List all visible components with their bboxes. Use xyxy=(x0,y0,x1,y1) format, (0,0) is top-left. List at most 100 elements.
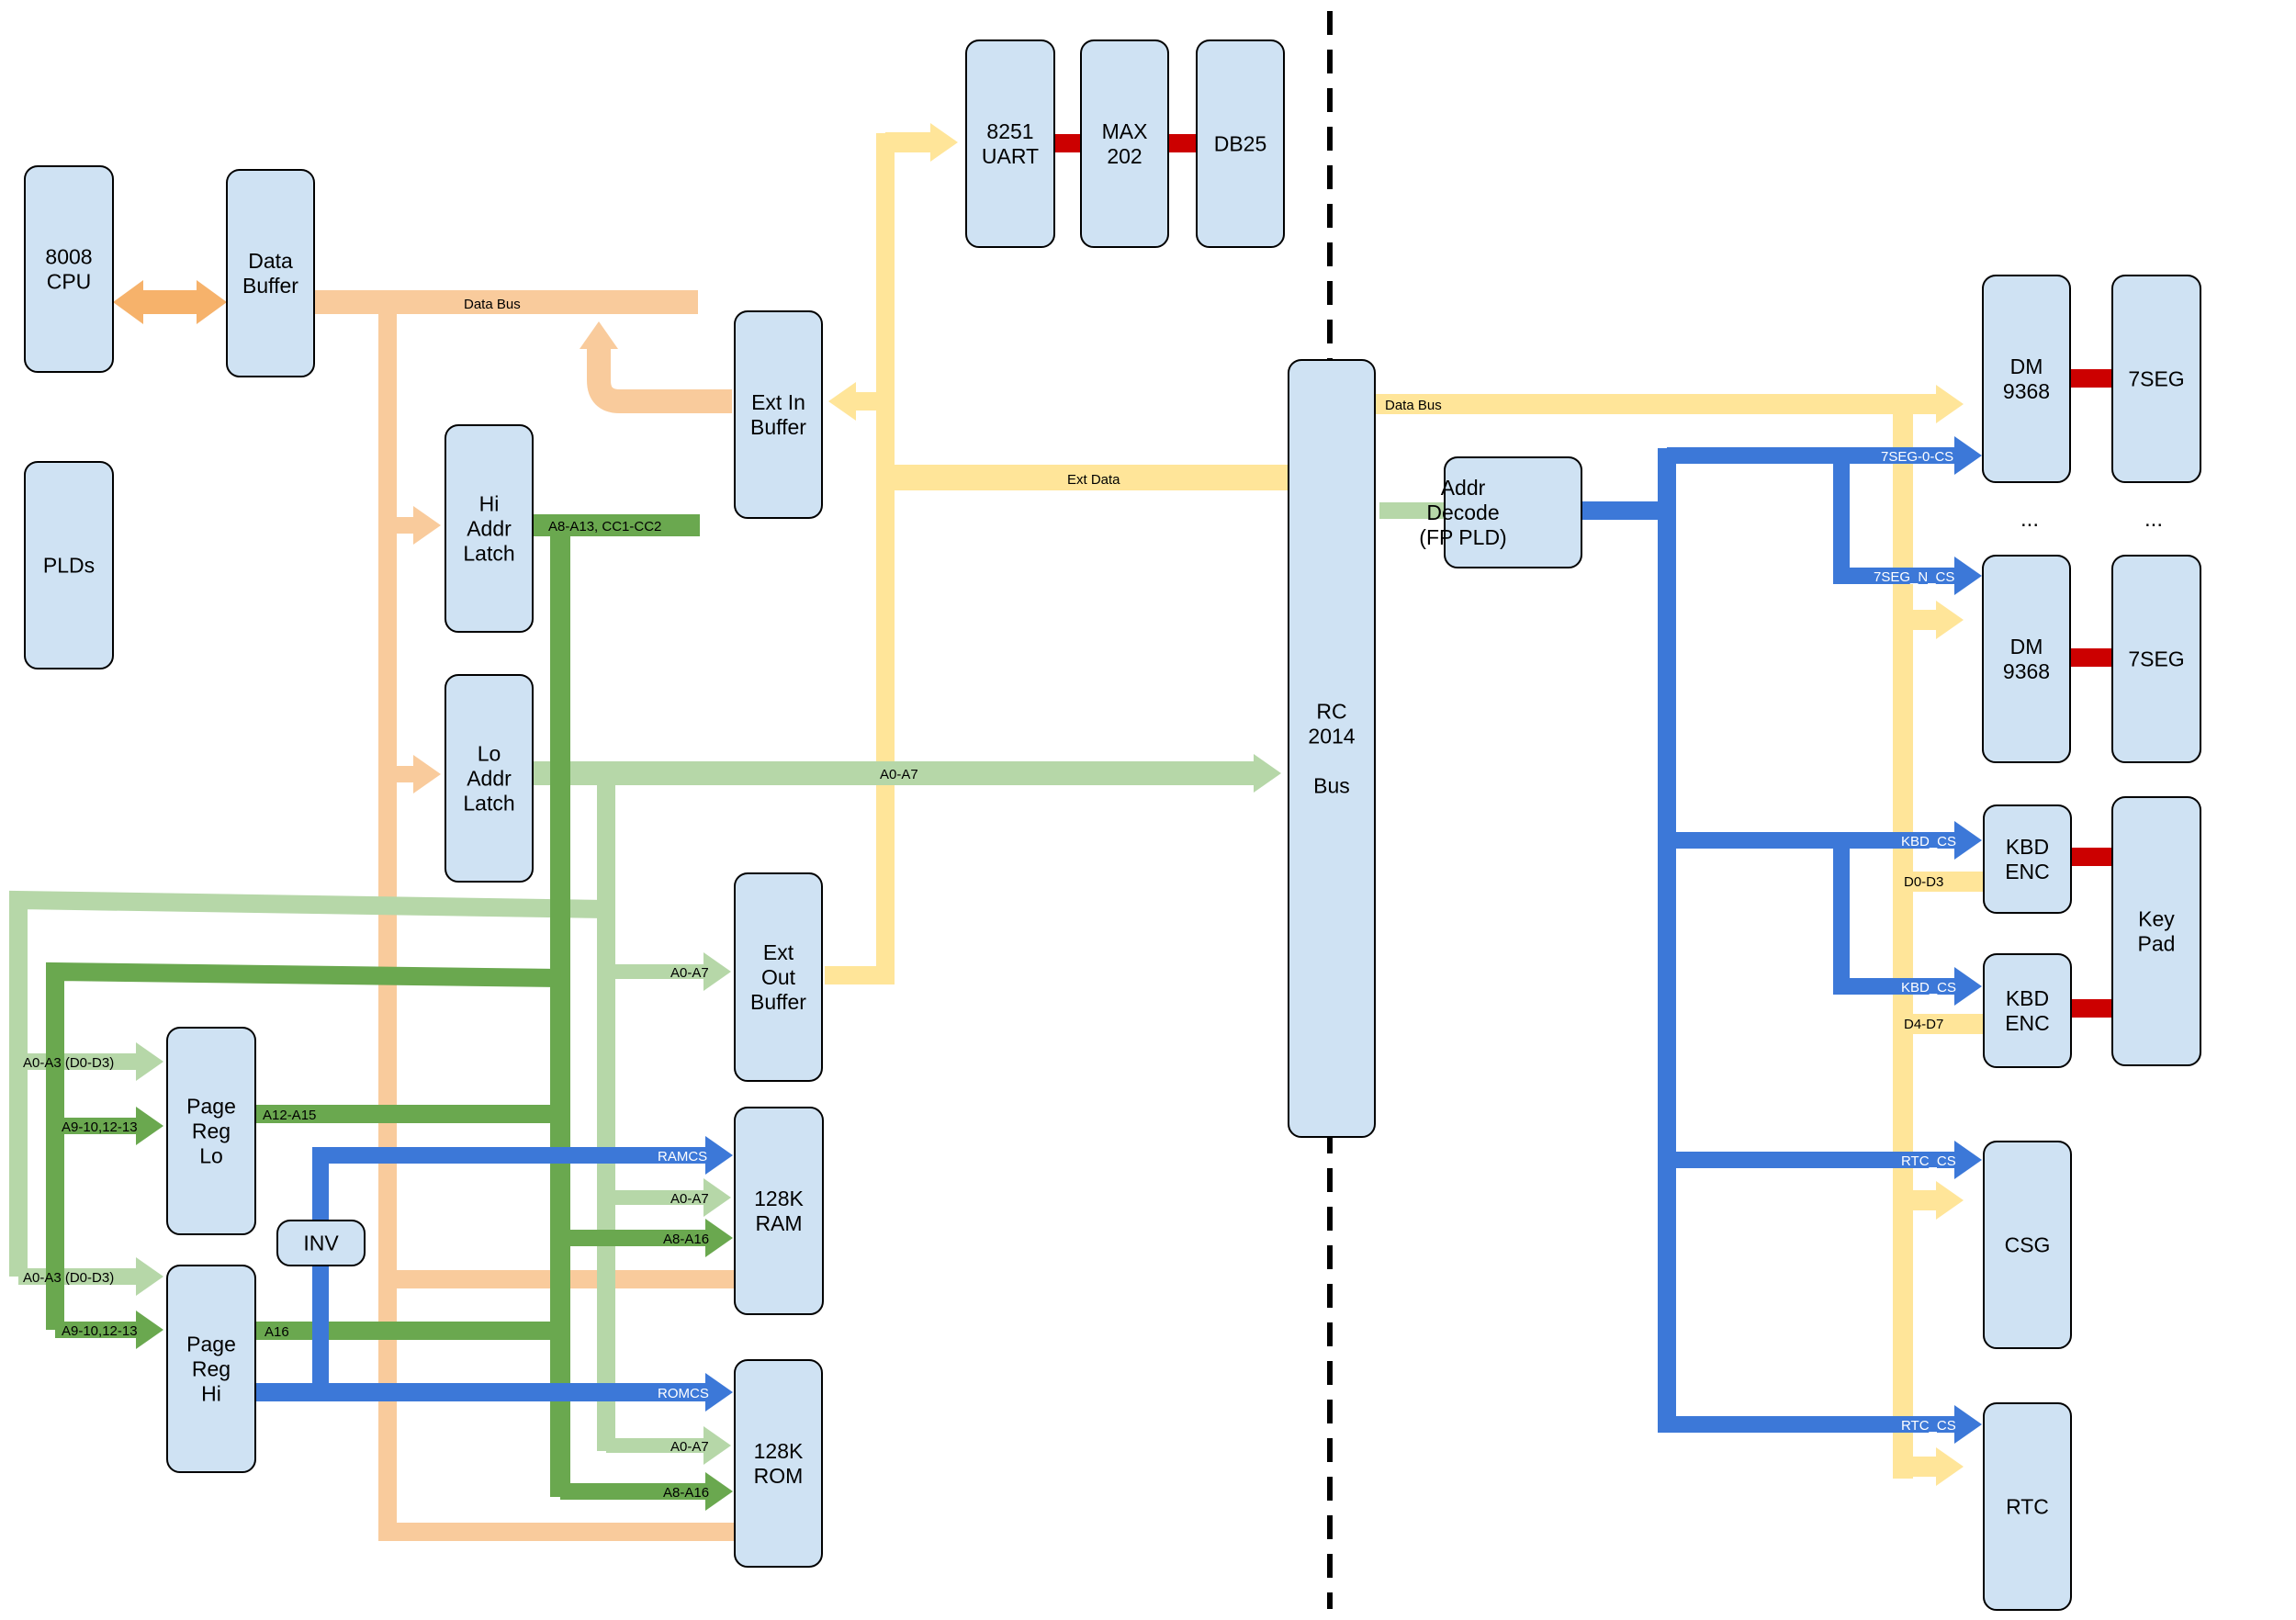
hi-addr-latch-box xyxy=(445,424,534,633)
inv-box xyxy=(276,1220,366,1266)
label-a16: A16 xyxy=(264,1324,289,1340)
label-ram-a0: A0-A7 xyxy=(670,1191,709,1207)
csg-label-line: CSG xyxy=(2005,1233,2051,1257)
rc2014-label-line: 2014 xyxy=(1308,725,1355,748)
inv-block: INV xyxy=(276,1220,366,1266)
rtc-block: RTC xyxy=(1983,1402,2072,1611)
lo-addr-latch-label-line: Addr xyxy=(467,767,512,791)
peripheral-links xyxy=(1054,134,2112,1018)
display-ellipsis-left: ... xyxy=(2020,507,2039,532)
data-buffer-box xyxy=(226,169,315,377)
hi-addr-latch-label-line: Hi xyxy=(479,492,500,516)
label-rtc-cs-rtc: RTC_CS xyxy=(1901,1418,1956,1434)
kbd-enc-top-label-line: ENC xyxy=(2005,860,2050,883)
csg-box xyxy=(1983,1141,2072,1349)
db25-label-line: DB25 xyxy=(1214,132,1267,156)
plds-label-line: PLDs xyxy=(43,554,95,578)
kbd-enc-bottom-label-line: ENC xyxy=(2005,1011,2050,1035)
rom-label-line: 128K xyxy=(754,1439,804,1463)
label-seg0-cs: 7SEG-0-CS xyxy=(1881,449,1953,465)
label-page-lo-a9: A9-10,12-13 xyxy=(62,1119,138,1135)
addr-decode-box xyxy=(1444,456,1582,568)
label-ext-out-a: A0-A7 xyxy=(670,965,709,981)
csg-block: CSG xyxy=(1983,1141,2072,1349)
label-ramcs: RAMCS xyxy=(658,1149,707,1164)
hi-addr-latch-label-line: Addr xyxy=(467,517,512,541)
dm9368-bottom-box xyxy=(1982,555,2071,763)
label-page-hi-a9: A9-10,12-13 xyxy=(62,1323,138,1339)
external-data-bus xyxy=(825,123,1984,1486)
db25-block: DB25 xyxy=(1196,39,1285,248)
max202-label-line: MAX xyxy=(1102,119,1148,143)
label-ram-a8: A8-A16 xyxy=(663,1232,709,1247)
ext-in-buffer-box xyxy=(734,310,823,519)
dm9368-top-box xyxy=(1982,275,2071,483)
ext-out-buffer-label-line: Out xyxy=(761,965,796,989)
kbd-enc-top-label-line: KBD xyxy=(2006,835,2049,859)
lo-addr-latch-box xyxy=(445,674,534,883)
kbd-enc-top-box xyxy=(1983,804,2072,914)
page-reg-lo-box xyxy=(166,1027,256,1235)
rom-label-line: ROM xyxy=(754,1464,804,1488)
kbd-enc-bottom-box xyxy=(1983,953,2072,1068)
label-romcs: ROMCS xyxy=(658,1386,709,1401)
ram-label-line: 128K xyxy=(754,1187,804,1210)
cpu-label-line: 8008 xyxy=(45,245,92,269)
chip-select-lines xyxy=(255,436,1982,1444)
hi-addr-latch-label-line: Latch xyxy=(463,542,514,566)
label-a12-a15: A12-A15 xyxy=(263,1108,316,1123)
label-hi-addr: A8-A13, CC1-CC2 xyxy=(548,519,661,534)
cpu-data-link xyxy=(113,280,227,324)
plds-block: PLDs xyxy=(24,461,114,669)
rc2014-label-line: Bus xyxy=(1313,774,1350,798)
dm9368-bottom-label-line: DM xyxy=(2010,635,2043,658)
keypad-box xyxy=(2111,796,2201,1066)
high-address-bus xyxy=(46,514,733,1511)
label-kbd-cs-top: KBD_CS xyxy=(1901,834,1956,849)
addr-decode-label-line: Addr xyxy=(1441,476,1486,500)
ext-in-buffer-label-line: Ext In xyxy=(751,390,805,414)
ram-label-line: RAM xyxy=(755,1211,802,1235)
page-reg-lo-label-line: Lo xyxy=(199,1144,223,1168)
ext-out-buffer-box xyxy=(734,872,823,1082)
display-ellipsis-right: ... xyxy=(2144,507,2163,532)
cpu-label-line: CPU xyxy=(47,270,92,294)
ram-box xyxy=(734,1107,824,1315)
uart-box xyxy=(965,39,1055,248)
data-buffer-label-line: Buffer xyxy=(242,274,298,298)
label-rom-a0: A0-A7 xyxy=(670,1439,709,1455)
seg-bottom-box xyxy=(2111,555,2201,763)
page-reg-hi-box xyxy=(166,1265,256,1473)
dm9368-top-label-line: 9368 xyxy=(2003,379,2050,403)
label-kbd-d47: D4-D7 xyxy=(1904,1017,1943,1032)
max202-label-line: 202 xyxy=(1107,144,1142,168)
page-reg-lo-label-line: Page xyxy=(186,1095,236,1119)
keypad-label-line: Pad xyxy=(2138,932,2176,956)
ext-out-buffer-label-line: Ext xyxy=(763,940,794,964)
seg-top-block: 7SEG xyxy=(2111,275,2201,483)
low-address-bus xyxy=(9,502,1445,1465)
label-rc-data-bus: Data Bus xyxy=(1385,398,1442,413)
uart-label-line: UART xyxy=(982,144,1039,168)
plds-box xyxy=(24,461,114,669)
label-lo-addr: A0-A7 xyxy=(880,767,918,782)
ext-in-buffer-label-line: Buffer xyxy=(750,415,806,439)
seg-bottom-block: 7SEG xyxy=(2111,555,2201,763)
seg-top-box xyxy=(2111,275,2201,483)
rtc-box xyxy=(1983,1402,2072,1611)
keypad-label-line: Key xyxy=(2138,907,2175,931)
page-reg-hi-label-line: Reg xyxy=(192,1357,231,1381)
kbd-enc-bottom-label-line: KBD xyxy=(2006,986,2049,1010)
